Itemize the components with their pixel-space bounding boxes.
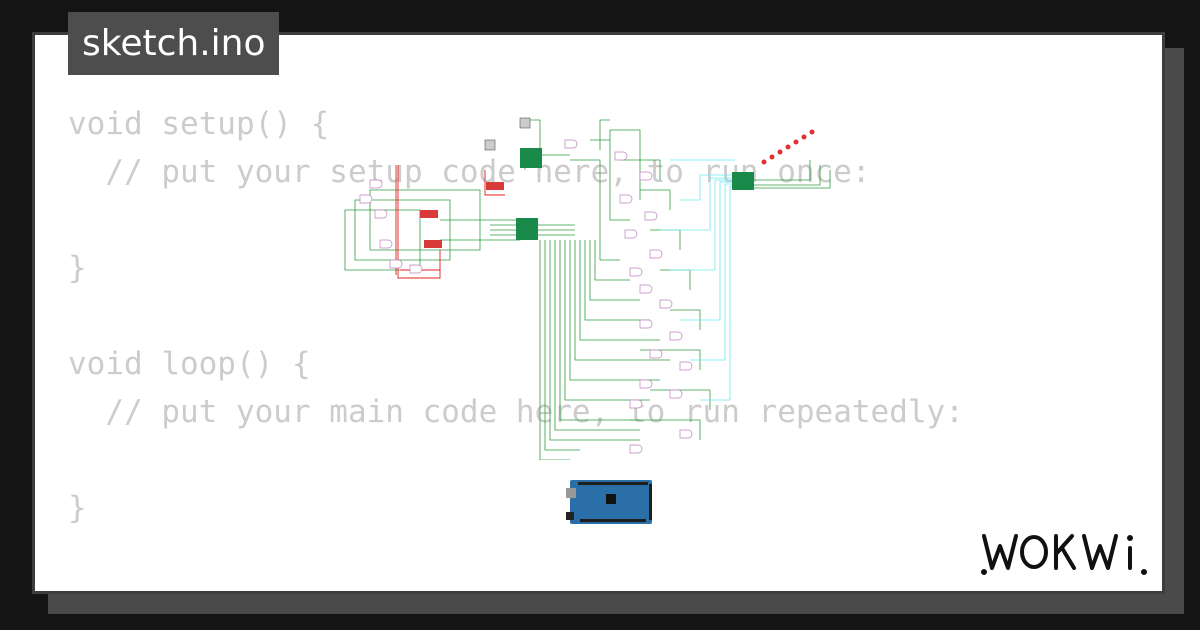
pushbutton-icon <box>484 117 531 151</box>
code-line: void setup() { <box>68 106 330 142</box>
wokwi-logo <box>981 534 1147 575</box>
circuit-diagram[interactable] <box>340 100 840 460</box>
green-wires <box>344 119 831 460</box>
code-line: // put your main code here, to run repea… <box>68 394 964 430</box>
red-wires <box>395 165 505 279</box>
logic-gate-icon <box>359 139 693 454</box>
filename-tab[interactable]: sketch.ino <box>68 12 280 75</box>
cyan-wires <box>660 159 735 401</box>
led-icon <box>761 129 815 165</box>
code-line: } <box>68 490 87 526</box>
code-line: } <box>68 250 87 286</box>
chips <box>420 148 754 248</box>
code-line: void loop() { <box>68 346 311 382</box>
arduino-mega-board[interactable] <box>566 478 656 526</box>
